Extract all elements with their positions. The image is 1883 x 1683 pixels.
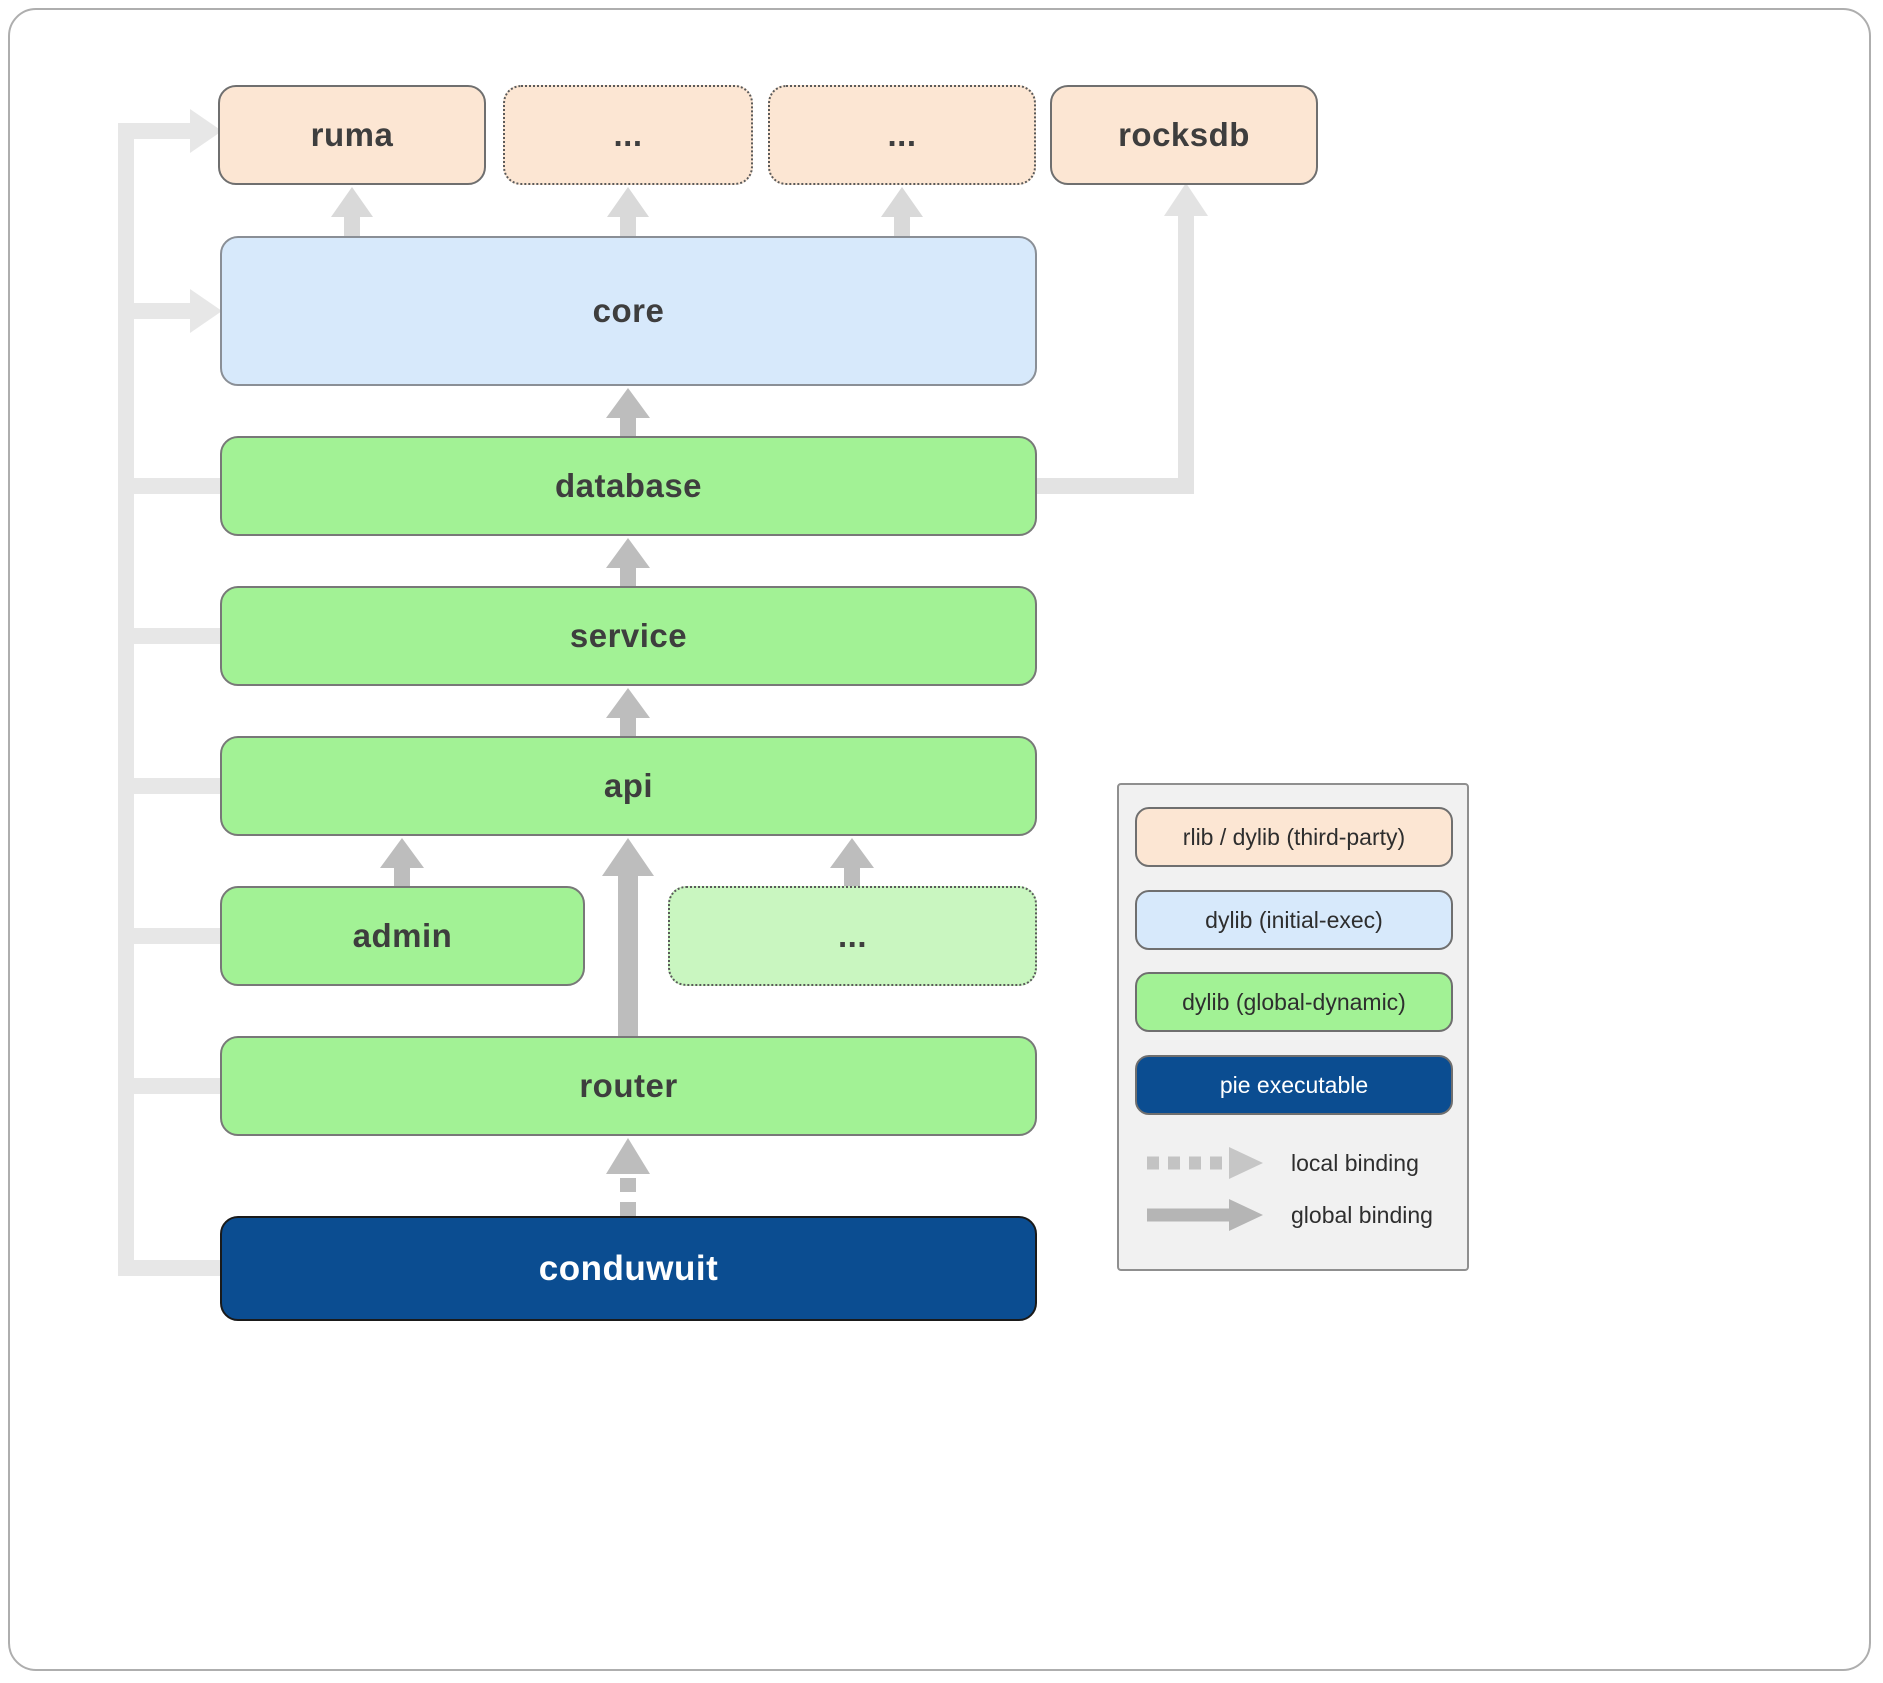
node-router-label: router (579, 1067, 678, 1104)
edge-database-core (606, 388, 650, 436)
local-binding-arrow-icon (1147, 1147, 1263, 1179)
edge-api-service (606, 688, 650, 736)
legend-local-binding-label: local binding (1291, 1149, 1419, 1176)
legend-swatch-third-party: rlib / dylib (third-party) (1135, 807, 1453, 867)
legend-global-binding: global binding (1145, 1195, 1455, 1235)
node-conduwuit-label: conduwuit (538, 1248, 719, 1288)
edge-core-ruma (331, 187, 373, 236)
node-database-label: database (554, 467, 703, 504)
edge-core-ellipsis-1 (607, 187, 649, 236)
node-api: api (220, 736, 1037, 836)
node-api-label: api (603, 767, 654, 804)
legend-swatch-global-dynamic-label: dylib (global-dynamic) (1182, 988, 1406, 1015)
edge-database-rocksdb (1037, 183, 1208, 494)
node-ellipsis-mid: ... (668, 886, 1037, 986)
node-rocksdb: rocksdb (1050, 85, 1318, 185)
node-database: database (220, 436, 1037, 536)
outer-frame (8, 8, 1871, 1671)
node-ellipsis-top-2-label: ... (887, 116, 917, 153)
legend-swatch-initial-exec: dylib (initial-exec) (1135, 890, 1453, 950)
global-binding-arrow-icon (1147, 1199, 1263, 1231)
legend-global-binding-label: global binding (1291, 1201, 1433, 1228)
node-admin: admin (220, 886, 585, 986)
edge-admin-api (380, 838, 424, 886)
node-ellipsis-top-1: ... (503, 85, 753, 185)
node-ellipsis-top-2: ... (768, 85, 1036, 185)
node-core: core (220, 236, 1037, 386)
node-router: router (220, 1036, 1037, 1136)
legend-swatch-global-dynamic: dylib (global-dynamic) (1135, 972, 1453, 1032)
edge-ellipsis-api (830, 838, 874, 886)
legend-swatch-third-party-label: rlib / dylib (third-party) (1182, 823, 1406, 850)
edge-service-database (606, 538, 650, 586)
node-admin-label: admin (352, 917, 453, 954)
node-rocksdb-label: rocksdb (1118, 116, 1250, 153)
node-conduwuit: conduwuit (220, 1216, 1037, 1321)
legend-local-binding: local binding (1145, 1143, 1455, 1183)
legend-swatch-pie-executable: pie executable (1135, 1055, 1453, 1115)
node-ruma-label: ruma (310, 116, 394, 153)
legend-swatch-initial-exec-label: dylib (initial-exec) (1205, 906, 1383, 933)
legend-swatch-pie-executable-label: pie executable (1219, 1071, 1369, 1098)
node-service-label: service (569, 617, 688, 654)
edge-conduwuit-router (606, 1138, 650, 1216)
edge-bundle-conduwuit-global (118, 109, 228, 1276)
edge-core-ellipsis-2 (881, 187, 923, 236)
node-service: service (220, 586, 1037, 686)
node-ellipsis-mid-label: ... (837, 917, 867, 954)
node-ruma: ruma (218, 85, 486, 185)
legend: rlib / dylib (third-party) dylib (initia… (1117, 783, 1469, 1271)
node-ellipsis-top-1-label: ... (613, 116, 643, 153)
node-core-label: core (592, 292, 665, 329)
edge-router-api (602, 838, 654, 1036)
